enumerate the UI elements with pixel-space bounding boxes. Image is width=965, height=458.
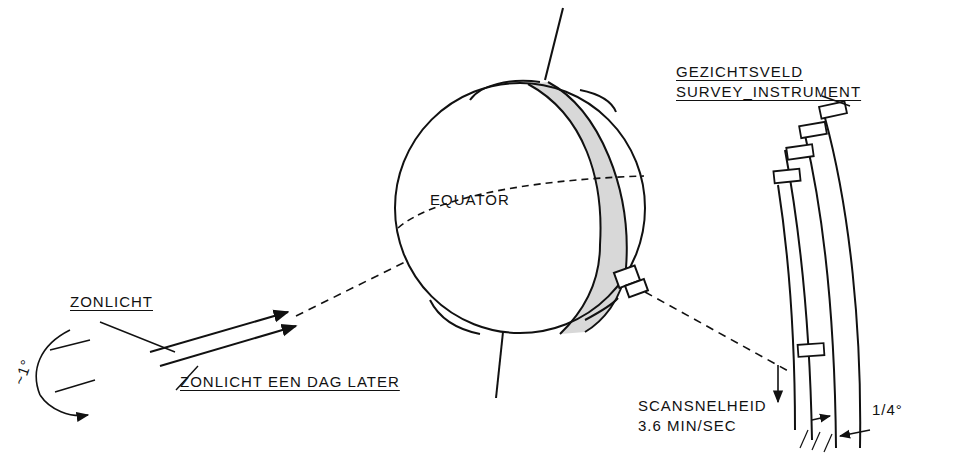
pole-cap bbox=[580, 90, 616, 112]
spin-axis bbox=[496, 332, 503, 398]
width-arrow bbox=[812, 416, 830, 420]
fov-rectangle bbox=[773, 169, 800, 184]
scan-track bbox=[805, 135, 836, 448]
line-of-sight bbox=[645, 292, 790, 372]
pole-cap bbox=[585, 298, 618, 320]
satellite-sphere bbox=[395, 83, 645, 333]
band-edge bbox=[528, 84, 601, 334]
equator-label: EQUATOR bbox=[430, 190, 510, 210]
equator-line bbox=[398, 176, 644, 228]
sunlight-ray bbox=[150, 312, 288, 352]
scan-direction-arrow bbox=[777, 365, 779, 402]
pole-cap bbox=[470, 81, 540, 100]
scan-track bbox=[825, 118, 860, 448]
sun-direction bbox=[296, 262, 405, 316]
scan-track bbox=[785, 150, 812, 440]
angle-label: ~1° bbox=[9, 356, 37, 387]
angle-arc bbox=[36, 330, 70, 395]
tick-mark bbox=[824, 434, 832, 452]
angle-label: 1/4° bbox=[872, 400, 903, 420]
instrument-label: GEZICHTSVELD SURVEY_INSTRUMENT bbox=[676, 62, 911, 102]
fov-rectangle bbox=[786, 144, 813, 160]
angle-arc bbox=[40, 395, 88, 416]
scan-track bbox=[778, 185, 795, 430]
width-arrow bbox=[840, 430, 870, 436]
spin-axis bbox=[545, 8, 563, 80]
survey-instrument bbox=[614, 264, 648, 299]
sunlight-label: ZONLICHT bbox=[70, 292, 153, 312]
sunlight-label: ZONLICHT EEN DAG LATER bbox=[180, 372, 400, 392]
fov-rectangle bbox=[798, 343, 825, 357]
band-edge bbox=[548, 82, 627, 332]
angle-line bbox=[50, 340, 90, 350]
angle-line bbox=[55, 380, 95, 392]
scan-speed-label: SCANSNELHEID 3.6 MIN/SEC bbox=[638, 396, 788, 436]
tick-mark bbox=[812, 432, 820, 450]
scan-band bbox=[528, 82, 627, 334]
sunlight-ray bbox=[160, 326, 296, 366]
tick-mark bbox=[800, 430, 808, 448]
pole-cap bbox=[430, 300, 480, 334]
fov-rectangle bbox=[799, 122, 827, 138]
leader-line bbox=[100, 322, 175, 352]
